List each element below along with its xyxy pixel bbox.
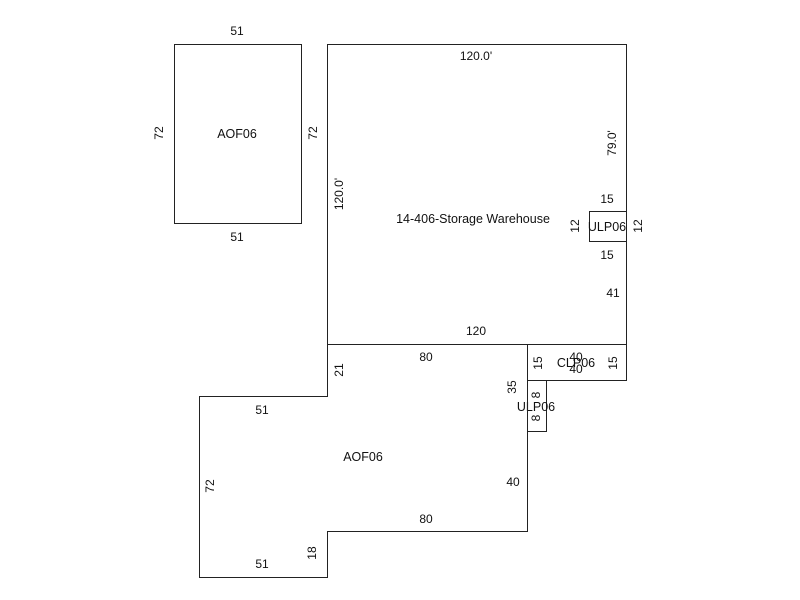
aof06-bottom-dim-upper-left: 51 (255, 403, 269, 417)
ulp06-right-label: ULP06 (588, 220, 626, 234)
clp06-area: 40 CLP06 40 15 15 (527, 344, 627, 381)
warehouse-outline (327, 44, 627, 345)
warehouse-dim-bottom: 120 (466, 324, 486, 338)
ulp06-small-label: ULP06 (517, 400, 555, 414)
clp06-label: CLP06 (557, 356, 595, 370)
aof06-bottom-dim-right: 40 (506, 475, 520, 489)
aof06-bottom-dim-top: 80 (419, 350, 433, 364)
aof06-bottom-dim-bottom: 51 (255, 557, 269, 571)
aof06-top-dim-top: 51 (230, 24, 244, 38)
warehouse-dim-right-upper: 79.0' (605, 130, 619, 156)
aof06-top-label: AOF06 (217, 127, 257, 141)
clp06-dim-left: 15 (531, 356, 545, 370)
aof06-top-area: AOF06 51 72 72 51 (152, 24, 320, 244)
ulp06-small-dim-left: 35 (505, 380, 519, 394)
aof06-bottom-area: AOF06 80 21 51 72 40 80 18 51 (199, 344, 528, 578)
warehouse-dim-top: 120.0' (460, 49, 492, 63)
ulp06-right-dim-bottom: 15 (600, 248, 614, 262)
ulp06-right-outline (589, 211, 627, 242)
aof06-bottom-dim-left: 72 (203, 479, 217, 493)
ulp06-right-dim-top: 15 (600, 192, 614, 206)
aof06-bottom-label: AOF06 (343, 450, 383, 464)
clp06-dim-right: 15 (606, 356, 620, 370)
warehouse-label: 14-406-Storage Warehouse (396, 212, 550, 226)
ulp06-right-area: ULP06 15 12 12 15 (568, 192, 645, 262)
clp06-dim-top: 40 (569, 350, 583, 364)
aof06-top-outline (174, 44, 302, 224)
ulp06-right-dim-left: 12 (568, 219, 582, 233)
aof06-top-dim-bottom: 51 (230, 230, 244, 244)
warehouse-dim-right-lower: 41 (606, 286, 620, 300)
ulp06-small-dim-lower: 8 (529, 414, 543, 421)
warehouse-dim-left: 120.0' (332, 178, 346, 210)
ulp06-right-dim-right: 12 (631, 219, 645, 233)
aof06-bottom-dim-step: 21 (332, 363, 346, 377)
aof06-top-dim-left: 72 (152, 126, 166, 140)
aof06-bottom-dim-notch: 18 (305, 546, 319, 560)
aof06-bottom-outline (199, 344, 528, 578)
aof06-top-dim-right: 72 (306, 126, 320, 140)
clp06-dim-bottom: 40 (569, 362, 583, 376)
ulp06-small-dim-upper: 8 (529, 391, 543, 398)
aof06-bottom-dim-inner-bottom: 80 (419, 512, 433, 526)
warehouse-area: 14-406-Storage Warehouse 120.0' 120.0' 7… (327, 44, 627, 345)
ulp06-small-area: 35 8 ULP06 8 (505, 380, 555, 432)
